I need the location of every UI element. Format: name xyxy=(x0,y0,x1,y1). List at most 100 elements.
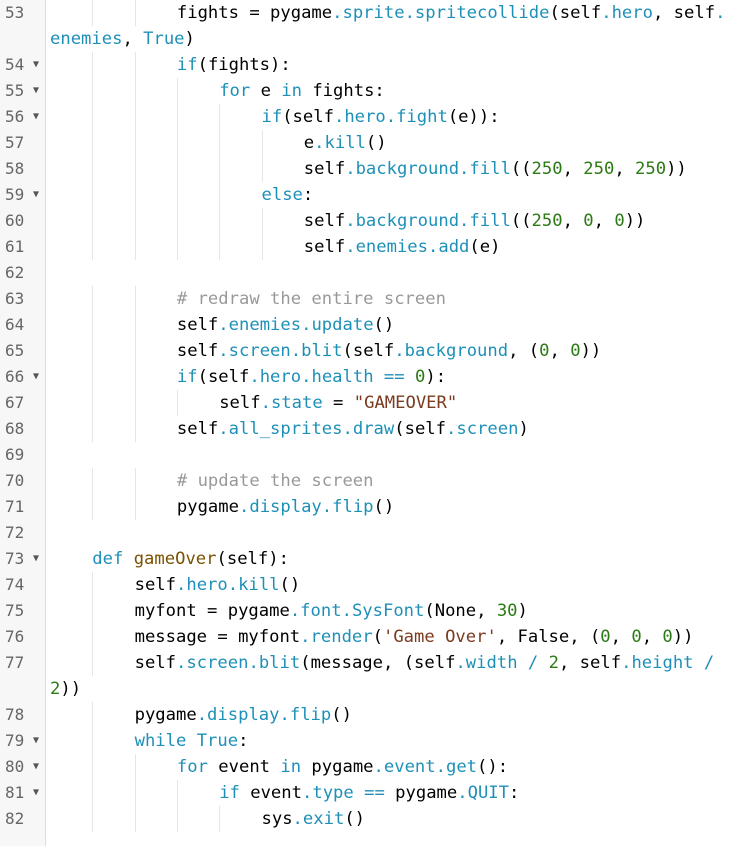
line-number: 57 xyxy=(5,130,45,156)
fold-triangle-down-icon[interactable]: ▼ xyxy=(33,553,40,564)
indent-guide xyxy=(176,390,178,416)
indent-guide xyxy=(261,208,263,234)
code-line[interactable]: 72 xyxy=(0,520,731,546)
line-number: 69 xyxy=(5,442,45,468)
code-token: while xyxy=(134,731,187,751)
code-token: . xyxy=(301,783,313,803)
indent-guide xyxy=(92,338,94,364)
code-token: health xyxy=(311,367,374,387)
fold-triangle-down-icon[interactable]: ▼ xyxy=(33,761,40,772)
code-line[interactable]: 63# redraw the entire screen xyxy=(0,286,731,312)
code-token: , xyxy=(122,29,144,49)
code-token: , xyxy=(593,211,615,231)
code-token: () xyxy=(373,315,395,335)
fold-triangle-down-icon[interactable]: ▼ xyxy=(33,371,40,382)
line-number-text: 80 xyxy=(5,757,25,776)
indent-guide xyxy=(92,52,94,78)
code-token: self xyxy=(176,341,219,361)
code-text: message = myfont.render('Game Over', Fal… xyxy=(50,624,731,650)
code-line[interactable]: 80▼for event in pygame.event.get(): xyxy=(0,754,731,780)
code-token: ): xyxy=(425,367,447,387)
indent-guide xyxy=(134,312,136,338)
line-number-text: 57 xyxy=(5,133,25,152)
code-line[interactable]: 79▼while True: xyxy=(0,728,731,754)
code-line[interactable]: 69 xyxy=(0,442,731,468)
code-line[interactable]: 54▼if(fights): xyxy=(0,52,731,78)
line-number: 71 xyxy=(5,494,45,520)
code-line[interactable]: 56▼if(self.hero.fight(e)): xyxy=(0,104,731,130)
indent-guide xyxy=(92,312,94,338)
code-token: 250 xyxy=(635,159,667,179)
code-token: )) xyxy=(624,211,646,231)
indent-guide xyxy=(134,780,136,806)
code-token: in xyxy=(281,81,302,101)
code-line[interactable]: 59▼else: xyxy=(0,182,731,208)
line-number: 68 xyxy=(5,416,45,442)
code-token: blit xyxy=(301,341,343,361)
code-token: () xyxy=(331,705,352,725)
code-token: hero xyxy=(186,575,228,595)
code-token: . xyxy=(289,601,301,621)
fold-triangle-down-icon[interactable]: ▼ xyxy=(33,59,40,70)
code-text: if(fights): xyxy=(50,52,731,78)
fold-triangle-down-icon[interactable]: ▼ xyxy=(33,189,40,200)
code-token: (self xyxy=(394,419,446,439)
code-token: exit xyxy=(302,809,345,829)
fold-triangle-down-icon[interactable]: ▼ xyxy=(33,111,40,122)
code-token: . xyxy=(404,3,415,23)
indent-guide xyxy=(261,130,263,156)
code-line[interactable]: 55▼for e in fights: xyxy=(0,78,731,104)
code-token: , xyxy=(641,627,663,647)
code-line[interactable]: 81▼if event.type == pygame.QUIT: xyxy=(0,780,731,806)
code-token: (( xyxy=(510,211,532,231)
indent-guide xyxy=(134,390,136,416)
code-token: self xyxy=(176,419,219,439)
code-line[interactable]: 73▼def gameOver(self): xyxy=(0,546,731,572)
code-token: fill xyxy=(469,211,511,231)
indent-guide xyxy=(92,806,94,832)
code-token: self xyxy=(134,653,176,673)
line-number-gutter xyxy=(0,0,46,846)
code-text: # update the screen xyxy=(50,468,731,494)
code-token: (): xyxy=(477,757,509,777)
code-token: # redraw the entire screen xyxy=(176,289,446,309)
code-text: self.state = "GAMEOVER" xyxy=(50,390,731,416)
code-token: (None, xyxy=(424,601,497,621)
code-token: get xyxy=(445,757,478,777)
fold-triangle-down-icon[interactable]: ▼ xyxy=(33,787,40,798)
code-token: () xyxy=(365,133,387,153)
line-number-text: 64 xyxy=(5,315,25,334)
code-token: (self): xyxy=(216,549,289,569)
code-token: screen xyxy=(456,419,519,439)
code-line[interactable]: 70# update the screen xyxy=(0,468,731,494)
fold-triangle-down-icon[interactable]: ▼ xyxy=(33,735,40,746)
code-line[interactable]: 66▼if(self.hero.health == 0): xyxy=(0,364,731,390)
indent-guide xyxy=(92,754,94,780)
code-token: gameOver xyxy=(133,549,217,569)
code-token: sprite xyxy=(342,3,405,23)
indent-guide xyxy=(92,624,94,650)
indent-guide xyxy=(92,364,94,390)
fold-triangle-down-icon[interactable]: ▼ xyxy=(33,85,40,96)
code-token: . xyxy=(333,107,345,127)
code-token: else xyxy=(261,185,303,205)
code-line[interactable]: 62 xyxy=(0,260,731,286)
